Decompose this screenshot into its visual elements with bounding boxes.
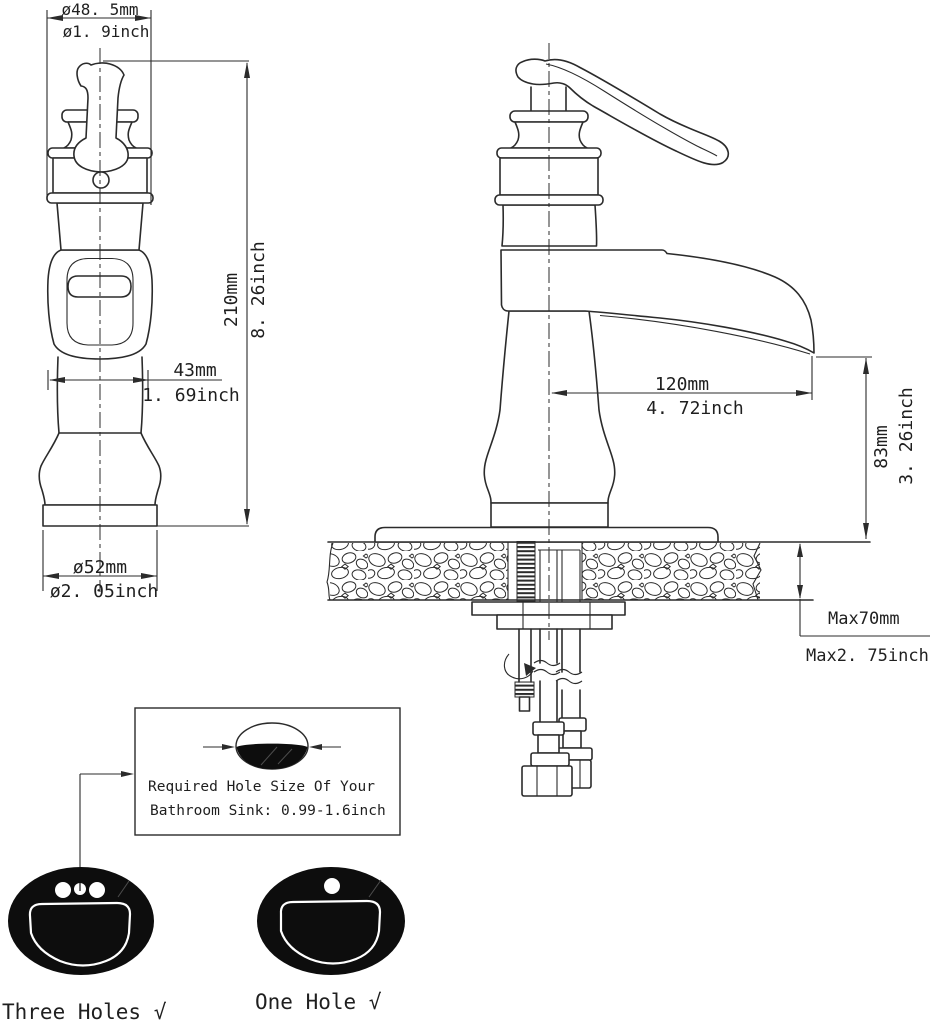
- handle-edge-line: [545, 63, 718, 157]
- rotate-arrow: [503, 653, 534, 680]
- dim-max-deck-mm: Max70mm: [828, 609, 900, 629]
- faucet-hole-left: [55, 882, 71, 898]
- dim-height-mm: 210mm: [221, 273, 242, 327]
- supply-hose-front: [521, 628, 573, 797]
- mounting-stud: [503, 628, 536, 712]
- faucet-hole-single: [324, 878, 340, 894]
- sink-one-hole-label: One Hole √: [255, 990, 382, 1014]
- threaded-shank: [516, 541, 536, 603]
- note-line1: Required Hole Size Of Your: [148, 779, 375, 795]
- dim-spout-height-mm: 83mm: [871, 425, 892, 468]
- front-handle-blade: [73, 62, 129, 173]
- dim-spout-reach-inch: 4. 72inch: [646, 398, 744, 419]
- side-spout: [500, 249, 815, 354]
- front-spout-opening: [66, 257, 134, 346]
- rotate-arrowhead: [524, 663, 536, 676]
- mounting-nut: [496, 614, 613, 630]
- dim-top-diameter-inch: ø1. 9inch: [63, 22, 150, 41]
- spout-inner-lip: [599, 314, 811, 355]
- faucet-side-view: [483, 58, 815, 528]
- hose-connector-nut-front: [521, 765, 573, 797]
- sink-three-holes-label: Three Holes √: [2, 1000, 167, 1024]
- sink-three-holes: [8, 867, 154, 975]
- dim-spout-width-inch: 1. 69inch: [142, 385, 240, 406]
- dim-max-deck-inch: Max2. 75inch: [806, 646, 929, 666]
- counter-left-edge: [326, 542, 334, 601]
- front-body-dot: [92, 171, 110, 189]
- sink-one-hole: [257, 867, 405, 975]
- dim-top-diameter-mm: ø48. 5mm: [61, 0, 138, 19]
- dim-base-diameter-mm: ø52mm: [73, 557, 127, 578]
- handle-lever: [515, 58, 730, 166]
- note-line2: Bathroom Sink: 0.99-1.6inch: [150, 803, 386, 819]
- sink-basin-outline: [28, 901, 132, 967]
- dim-height-inch: 8. 26inch: [248, 241, 269, 339]
- hole-size-note: Required Hole Size Of Your Bathroom Sink…: [79, 707, 401, 886]
- counter-right-edge: [752, 542, 762, 601]
- sink-basin-outline: [279, 899, 382, 965]
- dim-spout-reach-mm: 120mm: [655, 374, 709, 395]
- dimension-lines: [42, 10, 930, 637]
- dim-spout-height-inch: 3. 26inch: [896, 387, 917, 485]
- dim-spout-width-mm: 43mm: [173, 360, 216, 381]
- hole-fill: [236, 743, 308, 769]
- dim-base-diameter-inch: ø2. 05inch: [50, 581, 158, 602]
- deck-plate: [374, 526, 719, 543]
- countertop-cross-section: [326, 541, 871, 602]
- faucet-hole-right: [89, 882, 105, 898]
